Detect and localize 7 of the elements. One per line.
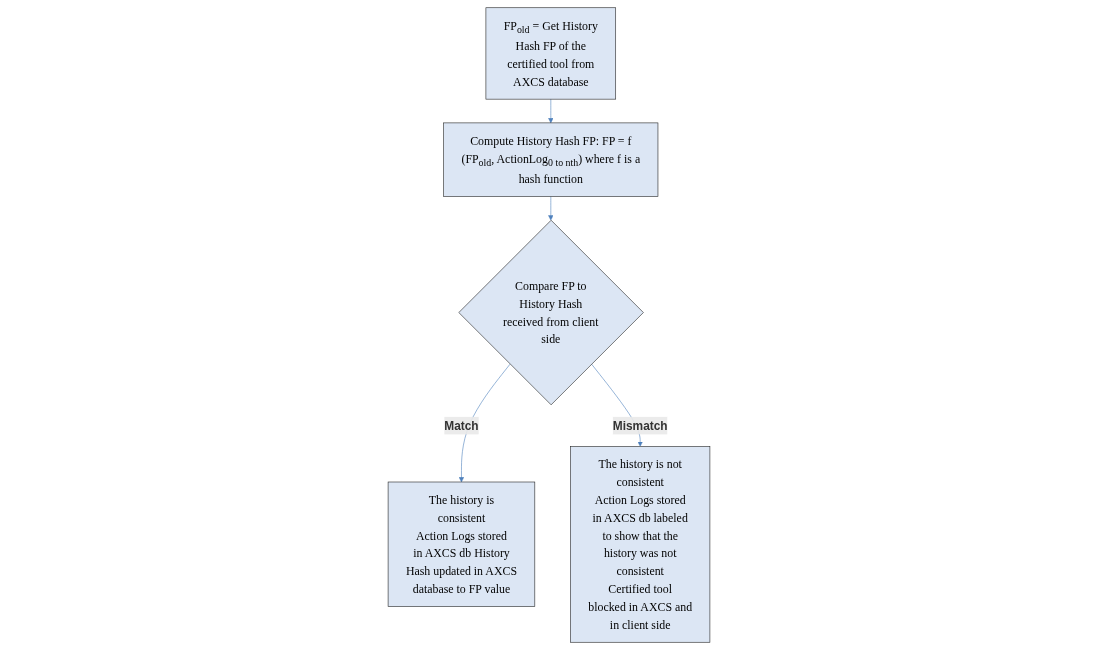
edge-label: Mismatch [612, 419, 668, 433]
node-diamond: Compare FP to History Hash received from client side [458, 219, 644, 406]
node-box: The history is consistent Action Logs stored in AXCS db History Hash updated in AXCS database to FP value [387, 481, 536, 607]
node-box: The history is not consistent Action Logs stored in AXCS db labeled to show that the history was not consistent Certified tool blocked in AXCS and in client side [570, 446, 711, 643]
edge-label: Match [444, 419, 479, 433]
node-box: FP$_{old}$ = Get History Hash FP of the certified tool from AXCS database [485, 7, 616, 100]
node-box: Compute History Hash FP: FP = f (FP$_{old}$, ActionLog$_{0 to nth}$) where f is a hash function [443, 122, 659, 197]
